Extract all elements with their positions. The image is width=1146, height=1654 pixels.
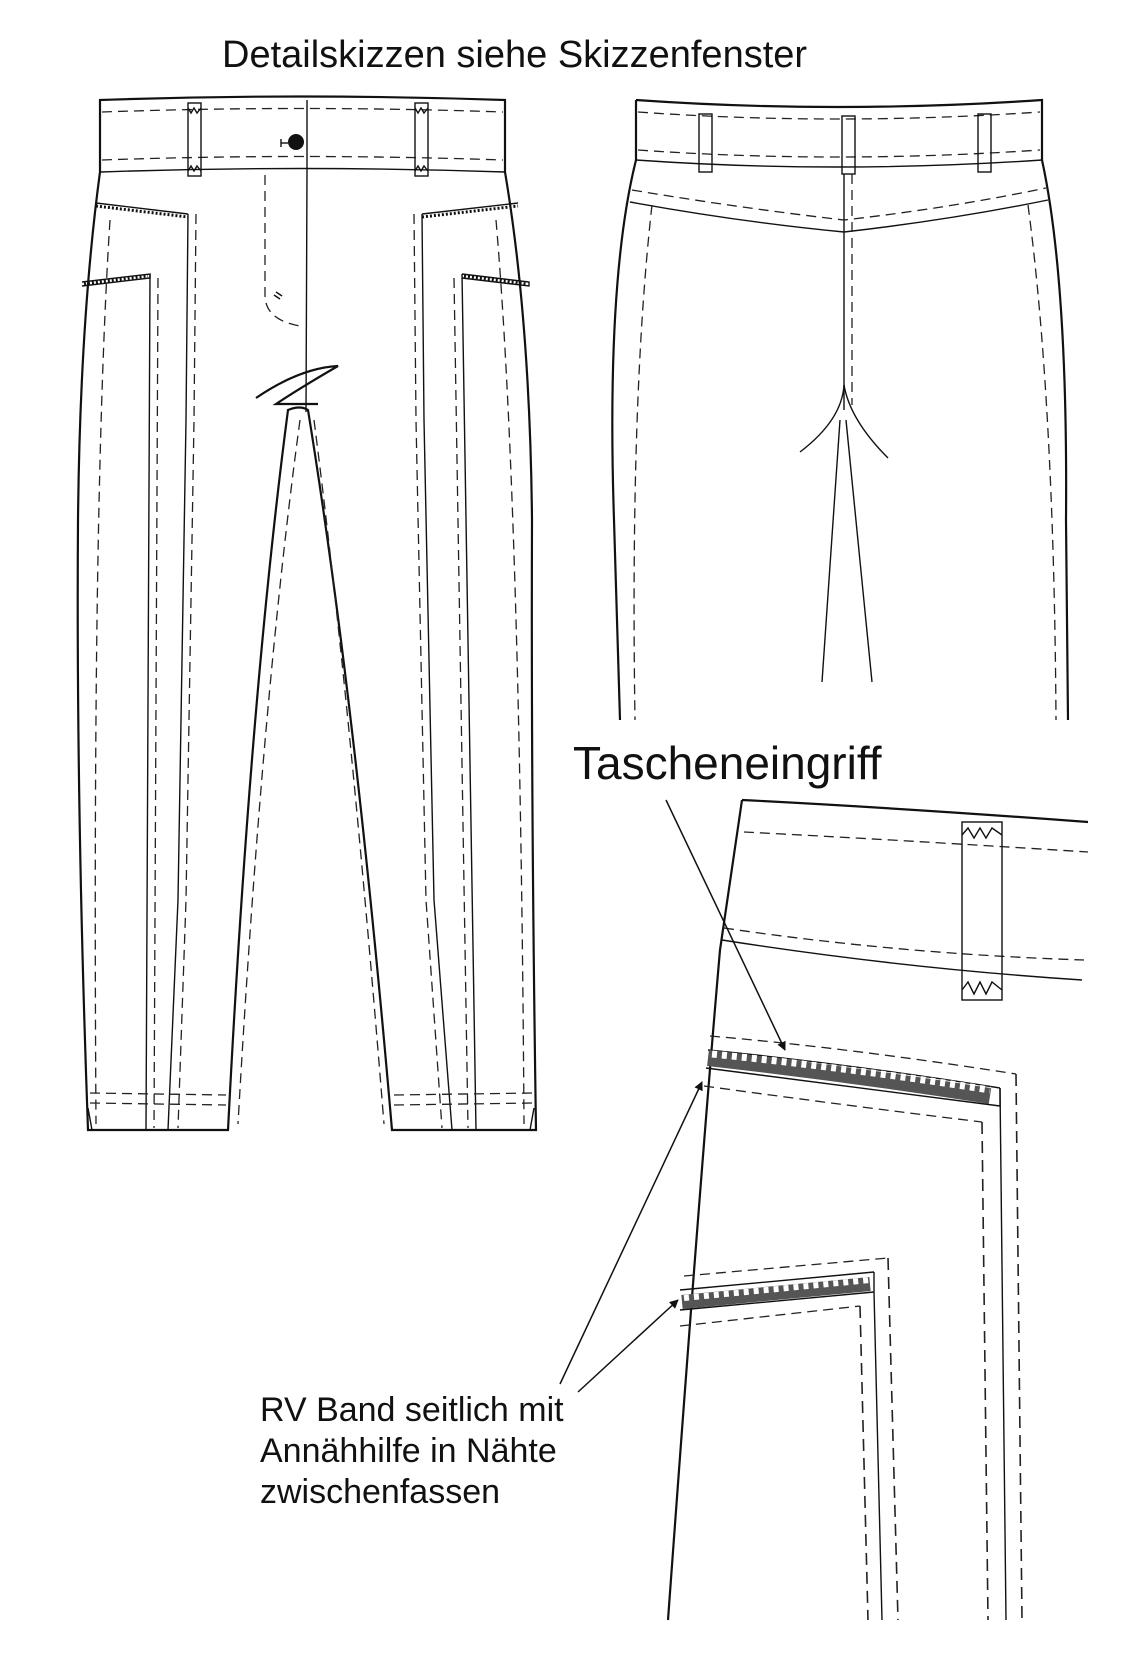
front-view (76, 95, 538, 1132)
arrow-lower-zip (577, 1299, 679, 1393)
back-view (611, 98, 1070, 721)
arrow-upper-zip (559, 1081, 703, 1385)
button-icon (288, 134, 304, 150)
zip-note-line-2: Annähhilfe in Nähte (260, 1432, 557, 1470)
label-pocket-opening: Tascheneingriff (573, 737, 882, 789)
label-zip-note: RV Band seitlich mit Annähhilfe in Nähte… (260, 1390, 564, 1513)
arrow-pocket-opening (665, 799, 786, 1051)
zip-note-line-1: RV Band seitlich mit (260, 1391, 564, 1429)
detail-view-pocket-zip (559, 798, 1089, 1621)
sheet-title: Detailskizzen siehe Skizzenfenster (222, 34, 808, 76)
zip-note-line-3: zwischenfassen (260, 1473, 501, 1511)
